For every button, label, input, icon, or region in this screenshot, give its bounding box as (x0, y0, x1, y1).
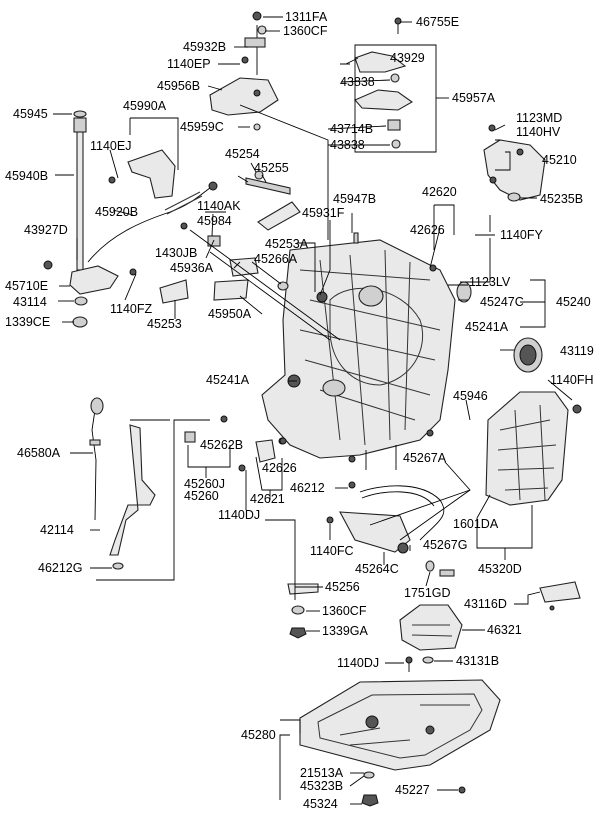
part-label: 1140HV (516, 125, 561, 139)
part-label: 45710E (5, 279, 48, 293)
part-label: 1339CE (5, 315, 50, 329)
part-label: 1123LV (469, 275, 511, 289)
part-label: 45241A (465, 320, 509, 334)
part-label: 46580A (17, 446, 61, 460)
part-label: 45920B (95, 205, 138, 219)
part-label: 45936A (170, 261, 214, 275)
part-label: 45932B (183, 40, 226, 54)
part-label: 1430JB (155, 246, 197, 260)
part-label: 45256 (325, 580, 360, 594)
part-label: 45957A (452, 91, 496, 105)
part-label: 45241A (206, 373, 250, 387)
part-label: 45947B (333, 192, 376, 206)
part-label: 1140FH (550, 373, 594, 387)
part-label: 45262B (200, 438, 243, 452)
part-label: 1140DJ (337, 656, 379, 670)
part-label: 43119 (560, 344, 594, 358)
part-label: 1140EP (167, 57, 211, 71)
part-label: 42626 (410, 223, 445, 237)
part-label: 43838 (340, 75, 375, 89)
part-label: 45946 (453, 389, 488, 403)
part-label: 46212 (290, 481, 325, 495)
part-label: 1123MD (516, 111, 562, 125)
part-label: 45253A (265, 237, 309, 251)
part-label: 46212G (38, 561, 82, 575)
part-label: 45267A (403, 451, 447, 465)
part-label: 42621 (250, 492, 285, 506)
part-label: 43714B (330, 122, 373, 136)
part-label: 45945 (13, 107, 48, 121)
part-label: 45984 (197, 214, 232, 228)
part-labels: 1311FA 46755E 45932B 1360CF 1140EP 43929… (5, 10, 594, 811)
part-label: 45323B (300, 779, 343, 793)
part-label: 45959C (180, 120, 224, 134)
part-label: 46755E (416, 15, 459, 29)
part-label: 45267G (423, 538, 467, 552)
part-label: 42114 (40, 523, 74, 537)
part-label: 45254 (225, 147, 260, 161)
part-label: 1140DJ (218, 508, 260, 522)
part-label: 45956B (157, 79, 200, 93)
part-label: 43116D (464, 597, 507, 611)
part-label: 42620 (422, 185, 457, 199)
part-label: 43929 (390, 51, 425, 65)
part-label: 1751GD (404, 586, 451, 600)
part-label: 45227 (395, 783, 430, 797)
part-label: 1311FA (285, 10, 328, 24)
part-label: 21513A (300, 766, 344, 780)
part-label: 45931F (302, 206, 345, 220)
part-label: 1140FZ (110, 302, 153, 316)
part-label: 45260J (184, 477, 225, 491)
part-label: 1360CF (283, 24, 328, 38)
part-label: 45950A (208, 307, 252, 321)
part-label: 43927D (24, 223, 68, 237)
part-label: 45266A (254, 252, 298, 266)
part-label: 43131B (456, 654, 499, 668)
part-label: 45990A (123, 99, 167, 113)
part-label: 45235B (540, 192, 583, 206)
part-label: 45280 (241, 728, 276, 742)
part-label: 1360CF (322, 604, 367, 618)
leader-lines (53, 16, 573, 805)
transaxle-case-drawing (43, 11, 582, 807)
part-label: 45320D (478, 562, 522, 576)
part-label: 43838 (330, 138, 365, 152)
part-label: 1140FC (310, 544, 354, 558)
part-label: 1140FY (500, 228, 544, 242)
part-label: 46321 (487, 623, 522, 637)
part-label: 45210 (542, 153, 577, 167)
part-label: 45253 (147, 317, 182, 331)
part-label: 45940B (5, 169, 48, 183)
part-label: 45247C (480, 295, 524, 309)
part-label: 45255 (254, 161, 289, 175)
part-label: 1140EJ (90, 139, 131, 153)
part-label: 1601DA (453, 517, 499, 531)
part-label: 45260 (184, 489, 219, 503)
part-label: 1339GA (322, 624, 369, 638)
part-label: 42626 (262, 461, 297, 475)
part-label: 1140AK (197, 199, 241, 213)
part-label: 45324 (303, 797, 338, 811)
part-label: 45264C (355, 562, 399, 576)
part-label: 43114 (13, 295, 47, 309)
part-label: 45240 (556, 295, 591, 309)
